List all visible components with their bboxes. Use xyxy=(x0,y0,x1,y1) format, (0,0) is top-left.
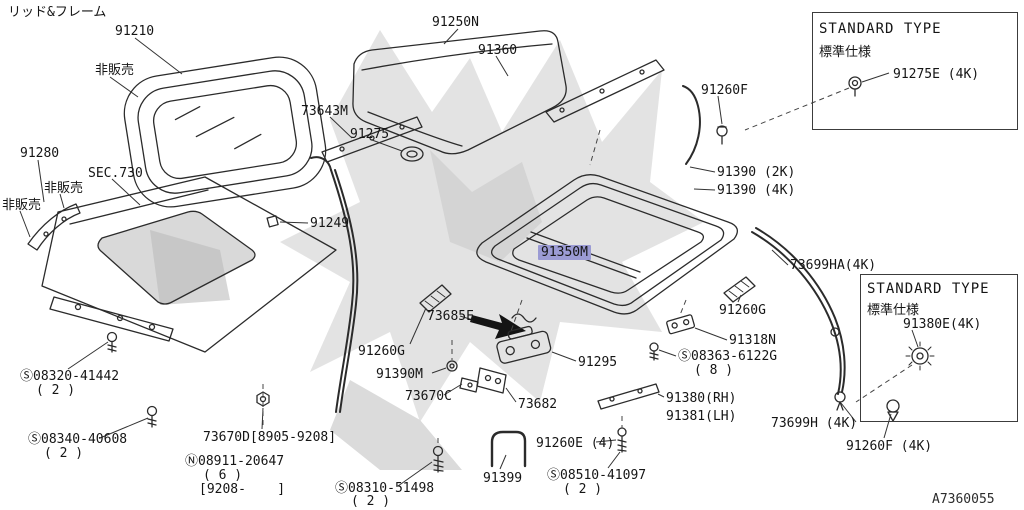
part-label-91260g-right[interactable]: 91260G xyxy=(719,303,766,318)
part-label-91360[interactable]: 91360 xyxy=(478,43,518,58)
part-label-91249[interactable]: 91249 xyxy=(310,216,350,231)
part-label-91390-2k[interactable]: 91390 (2K) xyxy=(717,165,796,180)
part-grommet-91249 xyxy=(266,215,279,228)
part-sunshade-91250n xyxy=(352,30,567,155)
arrow-73685e xyxy=(470,314,526,339)
part-label-91390m[interactable]: 91390M xyxy=(376,367,423,382)
part-label-73670c[interactable]: 73670C xyxy=(405,389,452,404)
part-label-73699h[interactable]: 73699H (4K) xyxy=(771,416,858,431)
dashed-reference-lines xyxy=(262,87,913,447)
part-sill-strip xyxy=(49,296,174,342)
part-qty-08911: ( 6 ) xyxy=(203,468,243,483)
part-bracket-73670c xyxy=(459,377,479,393)
part-qty-08310: ( 2 ) xyxy=(351,494,391,509)
standard-type-box-top: STANDARD TYPE 標準仕様 91275E (4K) xyxy=(812,12,1018,130)
part-label-91275e[interactable]: 91275E (4K) xyxy=(893,67,980,82)
part-label-91260e[interactable]: 91260E (4) xyxy=(536,436,615,451)
part-roof-panel-sec730 xyxy=(41,176,337,353)
part-label-08310[interactable]: Ⓢ08310-51498 xyxy=(335,481,435,496)
part-label-91295[interactable]: 91295 xyxy=(578,355,618,370)
part-label-08363[interactable]: Ⓢ08363-6122G xyxy=(678,349,778,364)
part-drain-tube-right-73699 xyxy=(751,227,846,395)
part-lid-91210 xyxy=(123,56,327,208)
part-qty-08510: ( 2 ) xyxy=(563,482,603,497)
part-latch-91295 xyxy=(496,313,552,364)
part-screw-08320 xyxy=(106,331,118,353)
standard-type-box-right: STANDARD TYPE 標準仕様 91380E(4K) xyxy=(860,274,1018,422)
part-screw-91260e xyxy=(617,427,627,453)
part-label-91250n[interactable]: 91250N xyxy=(432,15,479,30)
part-label-91260f-top[interactable]: 91260F xyxy=(701,83,748,98)
part-label-91275[interactable]: 91275 xyxy=(350,127,390,142)
part-deflector-strip xyxy=(545,59,665,123)
part-oval-91275 xyxy=(400,146,424,162)
standard-type-title: STANDARD TYPE xyxy=(819,21,942,37)
part-label-08320[interactable]: Ⓢ08320-41442 xyxy=(20,369,120,384)
part-label-08340[interactable]: Ⓢ08340-40608 xyxy=(28,432,128,447)
part-label-91280[interactable]: 91280 xyxy=(20,146,60,161)
not-sold-note-mid: 非販売 xyxy=(44,181,84,196)
part-label-91210[interactable]: 91210 xyxy=(115,24,155,39)
part-label-73643m[interactable]: 73643M xyxy=(301,104,348,119)
not-sold-note-left: 非販売 xyxy=(2,198,42,213)
standard-type-subtitle: 標準仕様 xyxy=(867,303,920,318)
part-label-73670d[interactable]: 73670D[8905-9208] xyxy=(203,430,337,445)
section-ref-sec730[interactable]: SEC.730 xyxy=(88,166,143,181)
part-qty-08320: ( 2 ) xyxy=(36,383,76,398)
part-label-73685e[interactable]: 73685E xyxy=(427,309,474,324)
leader-lines xyxy=(19,28,919,487)
standard-type-title: STANDARD TYPE xyxy=(867,281,990,297)
part-bracket-73682 xyxy=(476,367,507,394)
part-range-08911: [9208- ] xyxy=(199,482,286,497)
part-label-08911[interactable]: Ⓝ08911-20647 xyxy=(185,454,285,469)
part-pad-91260g-right xyxy=(723,276,756,303)
part-label-91380e[interactable]: 91380E(4K) xyxy=(903,317,982,332)
part-label-08510[interactable]: Ⓢ08510-41097 xyxy=(547,468,647,483)
part-qty-08363: ( 8 ) xyxy=(694,363,734,378)
part-label-91260f-4k[interactable]: 91260F (4K) xyxy=(846,439,933,454)
part-screw-08340 xyxy=(146,405,158,428)
part-label-73699ha[interactable]: 73699HA(4K) xyxy=(790,258,877,273)
part-label-91380rh[interactable]: 91380(RH) xyxy=(666,391,737,406)
part-qty-08340: ( 2 ) xyxy=(44,446,84,461)
part-screw-08363 xyxy=(649,342,659,361)
part-screw-08310 xyxy=(432,445,444,473)
part-tube-91260f xyxy=(682,85,701,165)
part-label-91381lh[interactable]: 91381(LH) xyxy=(666,409,737,424)
part-label-91318n[interactable]: 91318N xyxy=(729,333,776,348)
part-drain-tube-left xyxy=(310,156,359,413)
part-label-91260g-left[interactable]: 91260G xyxy=(358,344,405,359)
page-title: リッド&フレーム xyxy=(8,5,107,20)
part-grommet-91390m xyxy=(446,360,458,372)
part-clip-91260f xyxy=(716,125,728,145)
part-label-91399[interactable]: 91399 xyxy=(483,471,523,486)
part-label-91390-4k[interactable]: 91390 (4K) xyxy=(717,183,796,198)
not-sold-note-top: 非販売 xyxy=(95,63,135,78)
part-end-fitting-73699h xyxy=(834,391,846,411)
standard-type-subtitle: 標準仕様 xyxy=(819,45,872,60)
part-grommet-91380e xyxy=(905,341,935,371)
part-clip-73699 xyxy=(830,327,840,337)
part-label-73682[interactable]: 73682 xyxy=(518,397,558,412)
part-strip-91380 xyxy=(597,383,660,410)
part-clip-91275e xyxy=(848,76,862,97)
drawing-code: A7360055 xyxy=(932,492,995,507)
part-tube-91399 xyxy=(490,430,527,468)
part-hinge-91318n xyxy=(666,314,696,335)
part-strip-91280 xyxy=(27,203,81,251)
selected-part-label[interactable]: 91350M xyxy=(538,245,591,260)
